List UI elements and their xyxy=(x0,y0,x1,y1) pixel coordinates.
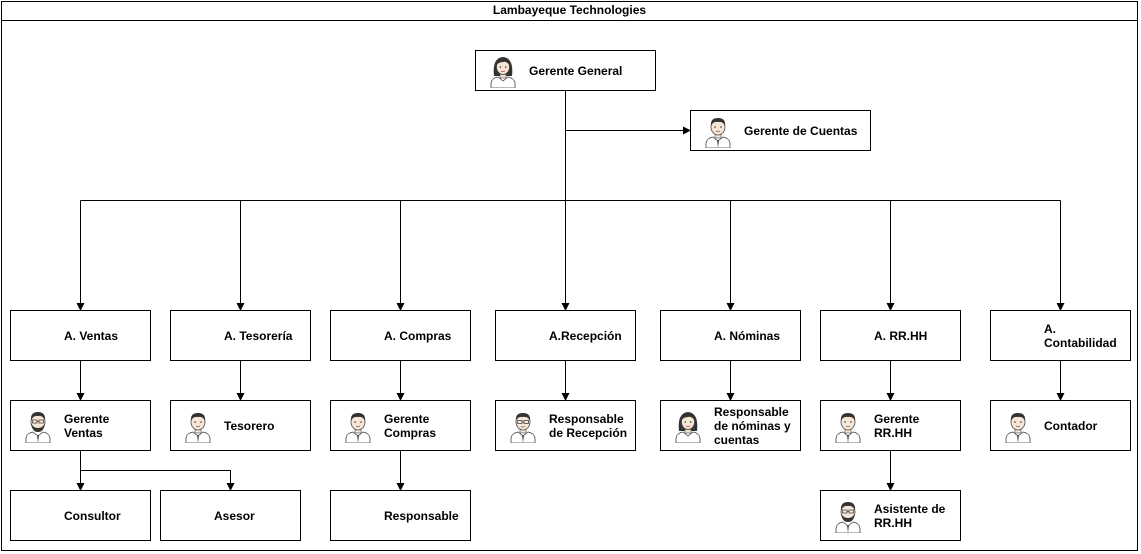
node-gerente-general[interactable]: Gerente General xyxy=(475,50,656,91)
node-gerente-ventas[interactable]: Gerente Ventas xyxy=(10,400,151,451)
node-label: A. Compras xyxy=(384,328,452,343)
node-label: Gerente de Cuentas xyxy=(744,123,858,138)
man-avatar-icon xyxy=(703,114,733,148)
node-a-tesoreria[interactable]: A. Tesorería xyxy=(170,310,311,361)
man-avatar-icon xyxy=(833,409,863,443)
man-avatar-icon xyxy=(508,409,538,443)
node-a-compras[interactable]: A. Compras xyxy=(330,310,471,361)
node-label: Responsable de nóminas y cuentas xyxy=(714,404,791,447)
node-a-recepcion[interactable]: A.Recepción xyxy=(495,310,636,361)
node-label: Responsable xyxy=(384,508,459,523)
node-label: Asesor xyxy=(214,508,255,523)
node-a-nominas[interactable]: A. Nóminas xyxy=(660,310,801,361)
node-label: Gerente General xyxy=(529,63,623,78)
node-gerente-cuentas[interactable]: Gerente de Cuentas xyxy=(690,110,871,151)
woman-avatar-icon xyxy=(488,54,518,88)
node-gerente-compras[interactable]: Gerente Compras xyxy=(330,400,471,451)
node-responsable-nominas[interactable]: Responsable de nóminas y cuentas xyxy=(660,400,801,451)
man-avatar-icon xyxy=(343,409,373,443)
diagram-title: Lambayeque Technologies xyxy=(1,1,1138,21)
man-avatar-icon xyxy=(183,409,213,443)
bearded-man-avatar-icon xyxy=(833,499,863,533)
node-label: Asistente de RR.HH xyxy=(874,501,946,530)
node-gerente-rrhh[interactable]: Gerente RR.HH xyxy=(820,400,961,451)
node-label: A. Tesorería xyxy=(224,328,293,343)
node-responsable-recepcion[interactable]: Responsable de Recepción xyxy=(495,400,636,451)
node-contador[interactable]: Contador xyxy=(990,400,1131,451)
woman-avatar-icon xyxy=(673,409,703,443)
node-label: A. RR.HH xyxy=(874,328,928,343)
node-label: Gerente Compras xyxy=(384,411,437,440)
node-label: Responsable de Recepción xyxy=(549,411,628,440)
node-asistente-rrhh[interactable]: Asistente de RR.HH xyxy=(820,490,961,541)
node-label: A.Recepción xyxy=(549,328,622,343)
node-label: Gerente RR.HH xyxy=(874,411,920,440)
node-asesor[interactable]: Asesor xyxy=(160,490,301,541)
node-label: Gerente Ventas xyxy=(64,411,110,440)
node-label: A. Ventas xyxy=(64,328,119,343)
node-responsable[interactable]: Responsable xyxy=(330,490,471,541)
node-label: Contador xyxy=(1044,418,1098,433)
node-label: Tesorero xyxy=(224,418,275,433)
node-label: Consultor xyxy=(64,508,121,523)
node-a-ventas[interactable]: A. Ventas xyxy=(10,310,151,361)
node-a-contabilidad[interactable]: A. Contabilidad xyxy=(990,310,1131,361)
bearded-man-avatar-icon xyxy=(23,409,53,443)
node-tesorero[interactable]: Tesorero xyxy=(170,400,311,451)
node-a-rrhh[interactable]: A. RR.HH xyxy=(820,310,961,361)
node-label: A. Nóminas xyxy=(714,328,781,343)
man-avatar-icon xyxy=(1003,409,1033,443)
node-consultor[interactable]: Consultor xyxy=(10,490,151,541)
node-label: A. Contabilidad xyxy=(1044,321,1117,350)
